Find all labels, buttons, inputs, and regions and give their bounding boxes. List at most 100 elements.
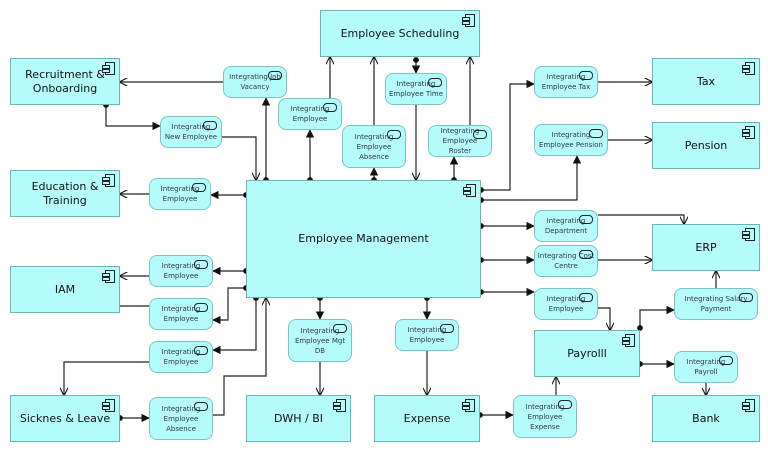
component-sickness-leave[interactable]: Sicknes & Leave (10, 395, 120, 442)
component-icon (463, 184, 476, 197)
component-icon (462, 14, 475, 27)
component-dwh-bi[interactable]: DWH / BI (246, 395, 351, 442)
service-icon (194, 402, 208, 411)
component-label: Sicknes & Leave (19, 411, 111, 425)
service-label: Integrating New Employee (164, 123, 218, 141)
component-employee-management[interactable]: Employee Management (246, 180, 481, 298)
component-recruitment[interactable]: Recruitment & Onboarding (10, 58, 120, 105)
service-job-vacancy[interactable]: Integrating Job Vacancy (223, 66, 287, 98)
service-label: Integrating Employee Absence (161, 404, 201, 433)
service-label: Integrating Employee Tax (541, 73, 591, 91)
component-label: Employee Scheduling (340, 26, 460, 40)
service-icon (192, 183, 206, 192)
service-label: Integrating Employee Pension (539, 131, 603, 149)
service-employee-iam-1[interactable]: Integrating Employee (149, 255, 213, 287)
service-employee-time[interactable]: Integrating Employee Time (385, 73, 447, 105)
component-icon (742, 228, 755, 241)
component-icon (742, 126, 755, 139)
component-iam[interactable]: IAM (10, 266, 120, 313)
service-icon (268, 71, 282, 80)
component-icon (102, 174, 115, 187)
component-label: IAM (54, 282, 76, 296)
component-label: Recruitment & Onboarding (25, 67, 105, 95)
service-label: Integrating Employee (546, 295, 586, 313)
service-label: Integrating Job Vacancy (229, 73, 281, 91)
service-label: Integrating Employee (161, 262, 201, 280)
service-employee-iam-2[interactable]: Integrating Employee (149, 298, 213, 330)
service-icon (589, 129, 603, 138)
service-icon (739, 293, 753, 302)
component-employee-scheduling[interactable]: Employee Scheduling (320, 10, 480, 57)
component-icon (102, 399, 115, 412)
service-label: Integrating Employee Time (388, 80, 444, 98)
component-bank[interactable]: Bank (652, 395, 760, 442)
service-label: Integrating Payroll (686, 358, 726, 376)
service-label: Integrating Employee Roster (440, 127, 480, 155)
component-label: Payrolll (567, 346, 607, 360)
service-icon (558, 400, 572, 409)
service-employee-education[interactable]: Integrating Employee (149, 178, 211, 210)
service-employee-sickness[interactable]: Integrating Employee (149, 341, 213, 373)
service-new-employee[interactable]: Integrating New Employee (160, 116, 222, 148)
service-icon (194, 303, 208, 312)
service-icon (579, 293, 593, 302)
component-label: ERP (695, 240, 717, 254)
service-icon (194, 346, 208, 355)
component-label: DWH / BI (273, 411, 324, 425)
component-icon (102, 270, 115, 283)
service-icon (428, 78, 442, 87)
service-icon (387, 130, 401, 139)
component-icon (462, 399, 475, 412)
component-icon (102, 62, 115, 75)
service-employee-payroll[interactable]: Integrating Employee (534, 288, 598, 320)
service-label: Integrating Employee (161, 348, 201, 366)
service-icon (579, 71, 593, 80)
service-label: Integrating Employee Absence (354, 132, 394, 161)
component-tax[interactable]: Tax (652, 58, 760, 105)
service-payroll[interactable]: Integrating Payroll (674, 351, 738, 383)
component-erp[interactable]: ERP (652, 224, 760, 271)
service-department[interactable]: Integrating Department (534, 210, 598, 242)
service-icon (579, 250, 593, 259)
component-icon (333, 399, 346, 412)
component-label: Bank (692, 411, 720, 425)
service-employee-pension[interactable]: Integrating Employee Pension (534, 124, 608, 156)
service-label: Integrating Employee (290, 105, 330, 123)
service-employee-expense[interactable]: Integrating Employee Expense (513, 395, 577, 438)
service-label: Integrating Department (544, 217, 588, 235)
component-label: Expense (403, 411, 451, 425)
service-label: Integrating Employee (407, 326, 447, 344)
service-salary-payment[interactable]: Integrating Salary Payment (674, 288, 758, 320)
service-label: Integrating Salary Payment (684, 295, 748, 313)
component-expense[interactable]: Expense (374, 395, 480, 442)
component-icon (622, 334, 635, 347)
service-icon (203, 121, 217, 130)
service-label: Integrating Employee (160, 185, 200, 203)
component-label: Employee Management (298, 232, 429, 245)
component-label: Tax (696, 74, 716, 88)
component-payroll[interactable]: Payrolll (534, 330, 640, 377)
service-cost-centre[interactable]: Integrating Cost Centre (534, 245, 598, 277)
component-icon (742, 399, 755, 412)
component-icon (742, 62, 755, 75)
service-label: Integrating Cost Centre (537, 252, 595, 270)
service-icon (323, 103, 337, 112)
service-icon (440, 324, 454, 333)
service-icon (473, 130, 487, 139)
service-employee-absence-bottom[interactable]: Integrating Employee Absence (149, 397, 213, 440)
service-employee-expense-in[interactable]: Integrating Employee (395, 319, 459, 351)
service-employee-scheduling[interactable]: Integrating Employee (278, 98, 342, 130)
component-label: Pension (684, 138, 728, 152)
component-education[interactable]: Education & Training (10, 170, 120, 217)
service-label: Integrating Employee Expense (525, 402, 565, 431)
service-icon (333, 324, 347, 333)
service-label: Integrating Employee Mgt DB (294, 326, 346, 355)
service-employee-mgt-db[interactable]: Integrating Employee Mgt DB (288, 319, 352, 362)
service-label: Integrating Employee (161, 305, 201, 323)
service-employee-tax[interactable]: Integrating Employee Tax (534, 66, 598, 98)
service-employee-roster[interactable]: Integrating Employee Roster (428, 125, 492, 157)
service-employee-absence-top[interactable]: Integrating Employee Absence (342, 125, 406, 168)
component-pension[interactable]: Pension (652, 122, 760, 169)
